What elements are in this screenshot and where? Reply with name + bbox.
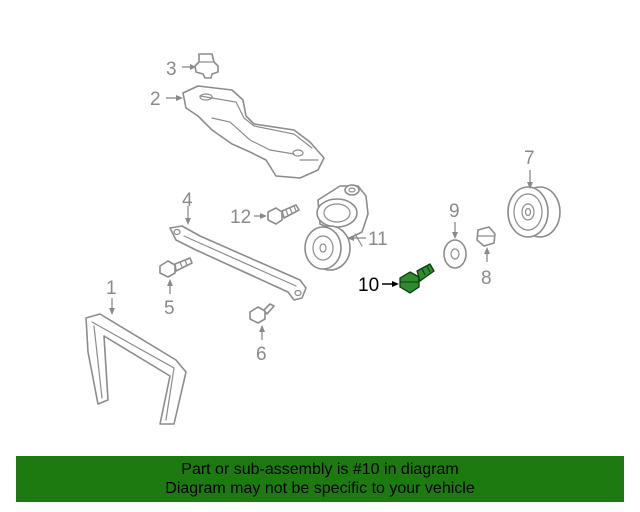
part-3-clip [194, 53, 219, 79]
part-12-bolt [267, 204, 300, 225]
callout-3: 3 [166, 59, 177, 80]
banner-line-part-number: Part or sub-assembly is #10 in diagram [181, 461, 459, 478]
callout-8: 8 [481, 268, 492, 289]
part-5-bolt [159, 257, 193, 278]
part-1-drive-belt [85, 313, 187, 425]
part-11-tensioner [304, 184, 369, 271]
part-info-banner: Part or sub-assembly is #10 in diagram D… [16, 456, 624, 502]
callout-7: 7 [524, 148, 535, 169]
part-6-bolt [249, 303, 275, 324]
part-2-cover [182, 85, 325, 179]
part-10-bolt-highlighted[interactable] [399, 263, 435, 294]
callout-2: 2 [150, 89, 161, 110]
callout-6: 6 [256, 344, 267, 365]
callout-4: 4 [182, 190, 193, 211]
exploded-parts-diagram: 3 2 7 9 [85, 53, 561, 425]
part-8-nut [476, 226, 496, 247]
callout-12: 12 [230, 207, 251, 228]
callout-5: 5 [164, 298, 175, 319]
callout-10: 10 [358, 275, 379, 296]
part-4-bracket [169, 225, 307, 301]
part-7-idler-pulley [507, 186, 561, 238]
callout-1: 1 [106, 278, 117, 299]
part-9-washer [443, 239, 467, 269]
callout-9: 9 [449, 201, 460, 222]
banner-line-disclaimer: Diagram may not be specific to your vehi… [165, 480, 475, 497]
callout-11: 11 [368, 229, 388, 250]
